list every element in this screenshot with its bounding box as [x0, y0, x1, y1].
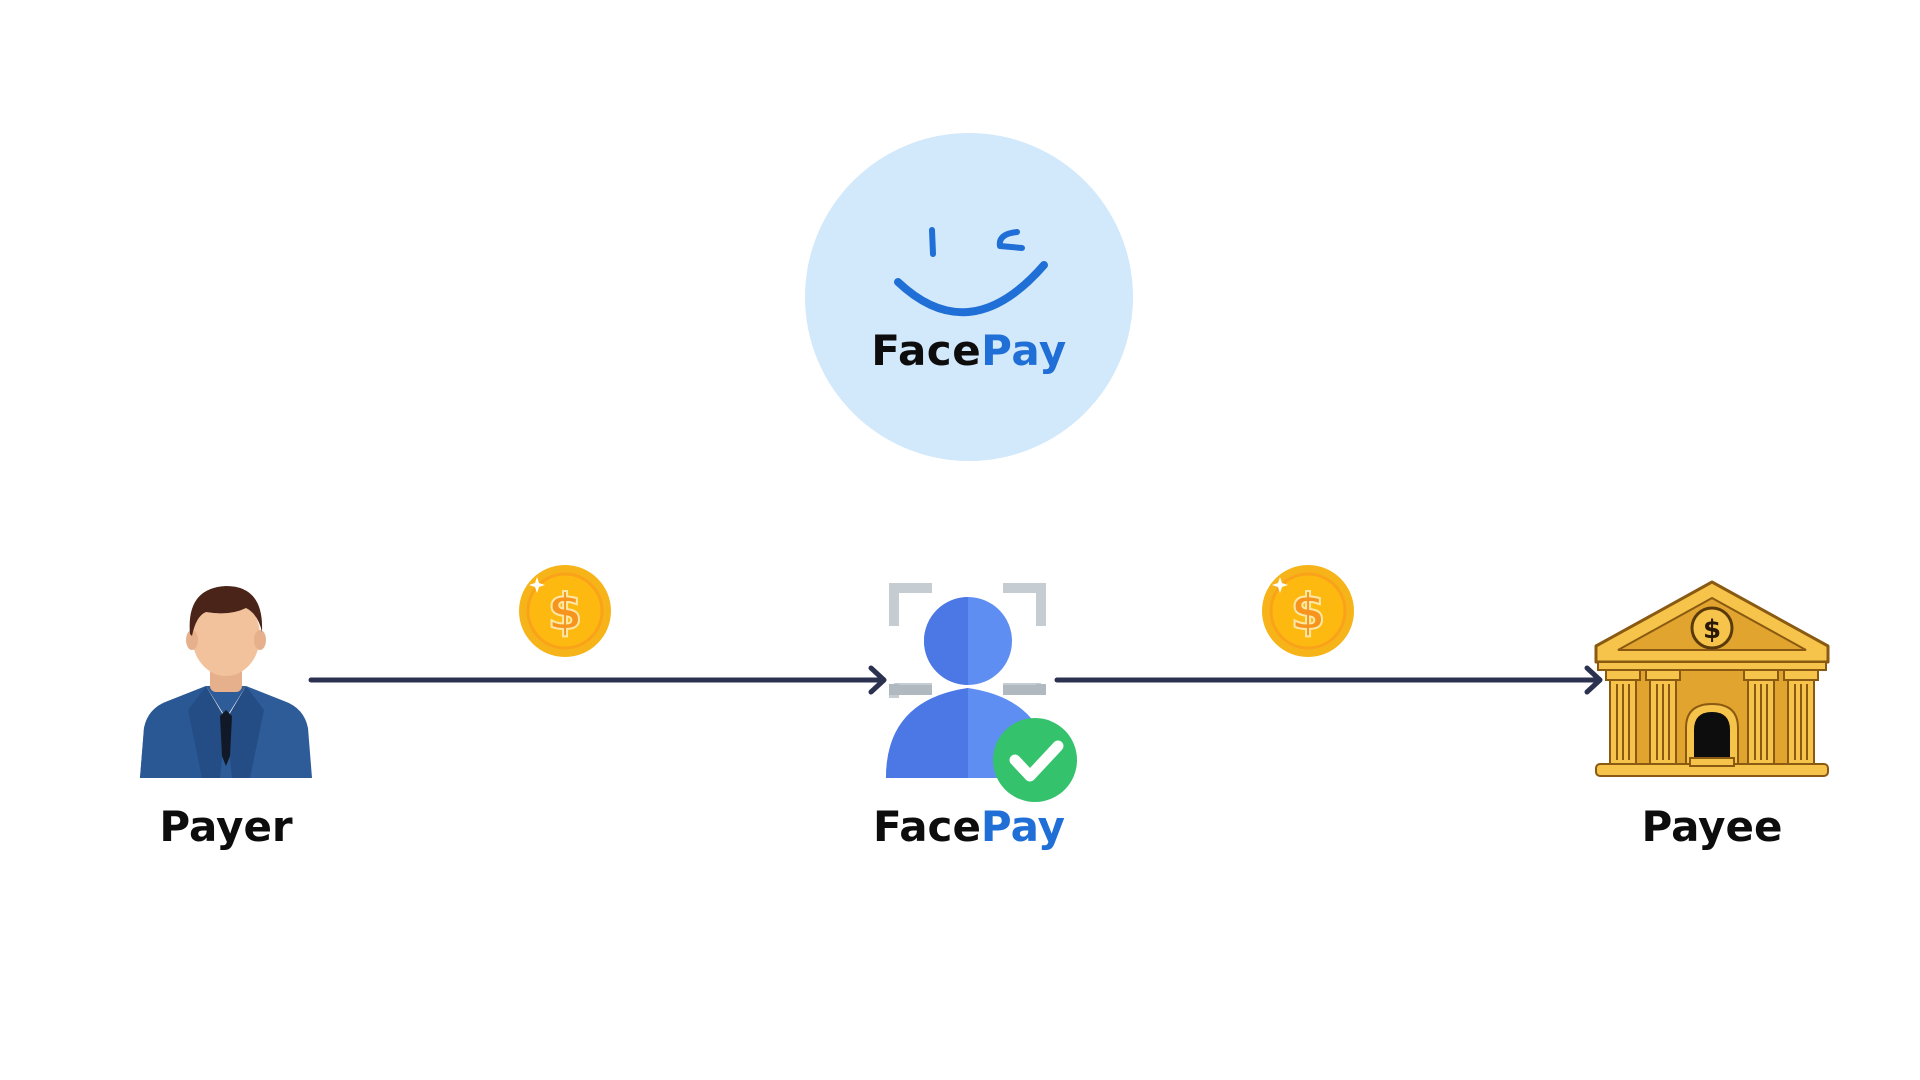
logo-wordmark-face: Face: [871, 326, 982, 375]
face-verified-user-icon: [886, 583, 1077, 802]
svg-text:$: $: [1291, 583, 1326, 641]
dollar-coin-icon: $: [519, 565, 611, 657]
dollar-coin-icon: $: [1262, 565, 1354, 657]
businessman-icon: [140, 586, 312, 778]
svg-text:$: $: [1703, 615, 1721, 645]
logo-wordmark: FacePay: [871, 326, 1067, 375]
logo-wordmark-pay: Pay: [981, 326, 1067, 375]
node-label-face: Face: [872, 802, 981, 851]
facepay-node-label: FacePay: [873, 802, 1065, 851]
bank-icon: $: [1594, 580, 1830, 777]
facepay-logo-circle: [805, 133, 1133, 461]
payee-label: Payee: [1641, 802, 1783, 851]
arrowhead-2: [1584, 665, 1603, 695]
node-label-pay: Pay: [980, 802, 1066, 851]
arrowhead-1: [868, 665, 887, 695]
payer-label: Payer: [159, 802, 293, 851]
svg-text:$: $: [548, 583, 583, 641]
winking-smile-icon: [894, 227, 1048, 317]
